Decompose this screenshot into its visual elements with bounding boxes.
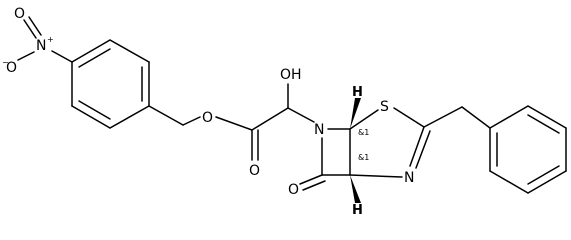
bond-nitro-n-o-top	[23, 19, 37, 39]
nitro-group: N + O O −	[2, 6, 73, 76]
bond-c2-n-1	[409, 126, 425, 167]
bond-lactam-co-2	[302, 180, 326, 191]
bond-s-c2	[393, 107, 425, 128]
ring1-bond-5	[71, 105, 111, 129]
bond-carbonyl-choh	[251, 107, 289, 131]
ring1-bond-1	[71, 39, 111, 63]
stereo-h-top-label: H	[352, 85, 363, 100]
lactam-o-label: O	[288, 182, 299, 198]
bond-ring-ch2	[148, 105, 184, 126]
wedge-top-h	[350, 98, 361, 129]
ring1-bond-4	[109, 105, 150, 129]
ring2-bond-2	[489, 170, 529, 194]
ring1-bond-2	[109, 39, 150, 63]
bond-c2-n-2	[415, 130, 431, 169]
bicyclic-core: N O S N H H &1 &1	[288, 85, 431, 217]
wedge-bottom-h	[350, 175, 361, 203]
ring1-double-1	[78, 48, 111, 68]
bond-ring-to-nitro-n	[51, 50, 73, 63]
benzyl-group	[423, 105, 567, 194]
sulfur-label: S	[380, 99, 389, 115]
nitro-minus-charge: −	[2, 58, 9, 67]
ring2-bond-5	[527, 105, 567, 129]
stereo-label-lower: &1	[358, 153, 369, 162]
ring2-double-3	[527, 114, 560, 134]
bond-o-carbonyl	[215, 116, 253, 131]
carbonyl-o-ester-label: O	[249, 163, 260, 179]
stereo-h-bottom-label: H	[352, 203, 363, 217]
nitro-n-label: N	[36, 38, 46, 54]
hydroxyl-label: OH	[280, 67, 302, 83]
bond-ch2-ring	[461, 106, 491, 129]
bond-n-c6	[349, 174, 403, 178]
bond-choh-n	[287, 107, 315, 123]
stereo-label-upper: &1	[358, 128, 369, 137]
bond-ch2-o	[182, 116, 201, 126]
imine-n-label: N	[404, 170, 414, 186]
bond-nitro-n-o-bottom	[17, 51, 35, 61]
ester-linkage: O O OH	[148, 67, 315, 179]
ring2-bond-3	[527, 170, 567, 194]
molecule-diagram: N + O O − O O OH N	[2, 6, 567, 217]
nitro-o-top-label: O	[14, 6, 25, 22]
bond-c2-ch2	[423, 106, 463, 128]
ester-o-label: O	[202, 110, 213, 126]
nitro-o-bottom-label: O	[6, 60, 17, 76]
nitro-plus-charge: +	[47, 35, 54, 44]
lactam-n-label: N	[314, 122, 324, 138]
bond-c5-s	[349, 109, 379, 130]
ring1-double-3	[78, 100, 111, 120]
ring2-bond-6	[489, 105, 529, 129]
nitrophenyl-ring	[71, 39, 150, 129]
ring2-double-2	[527, 165, 560, 185]
bond-lactam-co-1	[299, 174, 323, 185]
bond-nitro-n-o-top-double	[28, 16, 42, 36]
